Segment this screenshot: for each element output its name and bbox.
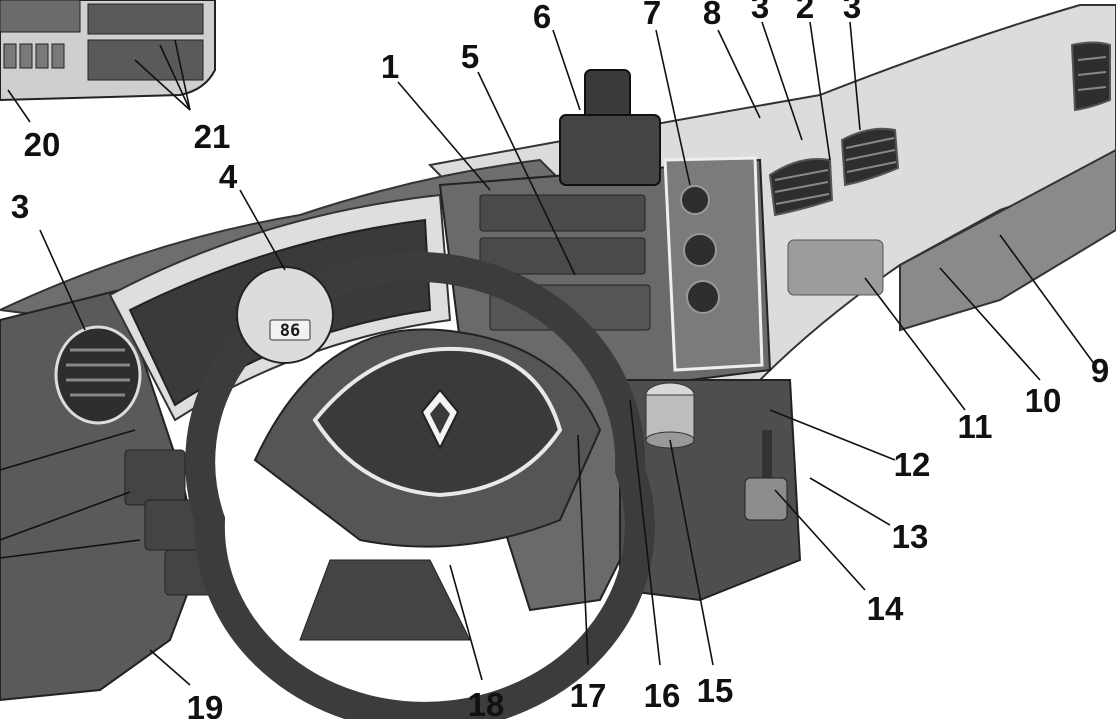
callout-19: 19 xyxy=(187,689,224,719)
callout-labels: 1 5 6 7 8 3 2 3 3 4 20 21 9 10 11 12 13 … xyxy=(11,0,1109,719)
air-vent-icon xyxy=(768,158,834,217)
callout-2: 2 xyxy=(796,0,814,25)
air-vent-icon xyxy=(54,325,142,425)
callout-8: 8 xyxy=(703,0,721,31)
callout-17: 17 xyxy=(570,677,607,714)
callout-3-right-vent: 3 xyxy=(843,0,861,25)
callout-20: 20 xyxy=(24,126,61,163)
air-vent-icon xyxy=(1070,41,1111,112)
callout-10: 10 xyxy=(1025,382,1062,419)
phone-holder xyxy=(559,69,661,186)
brand-logo-icon xyxy=(420,388,460,451)
callout-9: 9 xyxy=(1091,352,1109,389)
air-vent-icon xyxy=(840,127,900,187)
callout-4: 4 xyxy=(219,158,238,195)
rotary-knob-icon xyxy=(680,185,720,314)
callout-3-driver-vent: 3 xyxy=(11,188,29,225)
callout-13: 13 xyxy=(892,518,929,555)
callout-11: 11 xyxy=(958,408,993,445)
glovebox-tray xyxy=(787,239,884,296)
callout-1: 1 xyxy=(381,48,399,85)
cup-holder-icon xyxy=(645,382,695,449)
callout-12: 12 xyxy=(894,446,931,483)
leader-lines xyxy=(0,21,1096,686)
callout-6: 6 xyxy=(533,0,551,35)
gear-lever-icon xyxy=(744,430,788,521)
callout-5: 5 xyxy=(461,38,479,75)
callout-21: 21 xyxy=(194,118,231,155)
steering-wheel-icon: 86 xyxy=(185,251,655,719)
callout-16: 16 xyxy=(644,677,681,714)
inset-detail xyxy=(0,0,216,102)
dashboard-body xyxy=(0,4,1116,702)
callout-7: 7 xyxy=(643,0,661,31)
callout-3-left-vent: 3 xyxy=(751,0,769,25)
gauge-readout: 86 xyxy=(280,321,300,341)
callout-18: 18 xyxy=(468,686,505,719)
callout-15: 15 xyxy=(697,672,734,709)
callout-14: 14 xyxy=(867,590,904,627)
